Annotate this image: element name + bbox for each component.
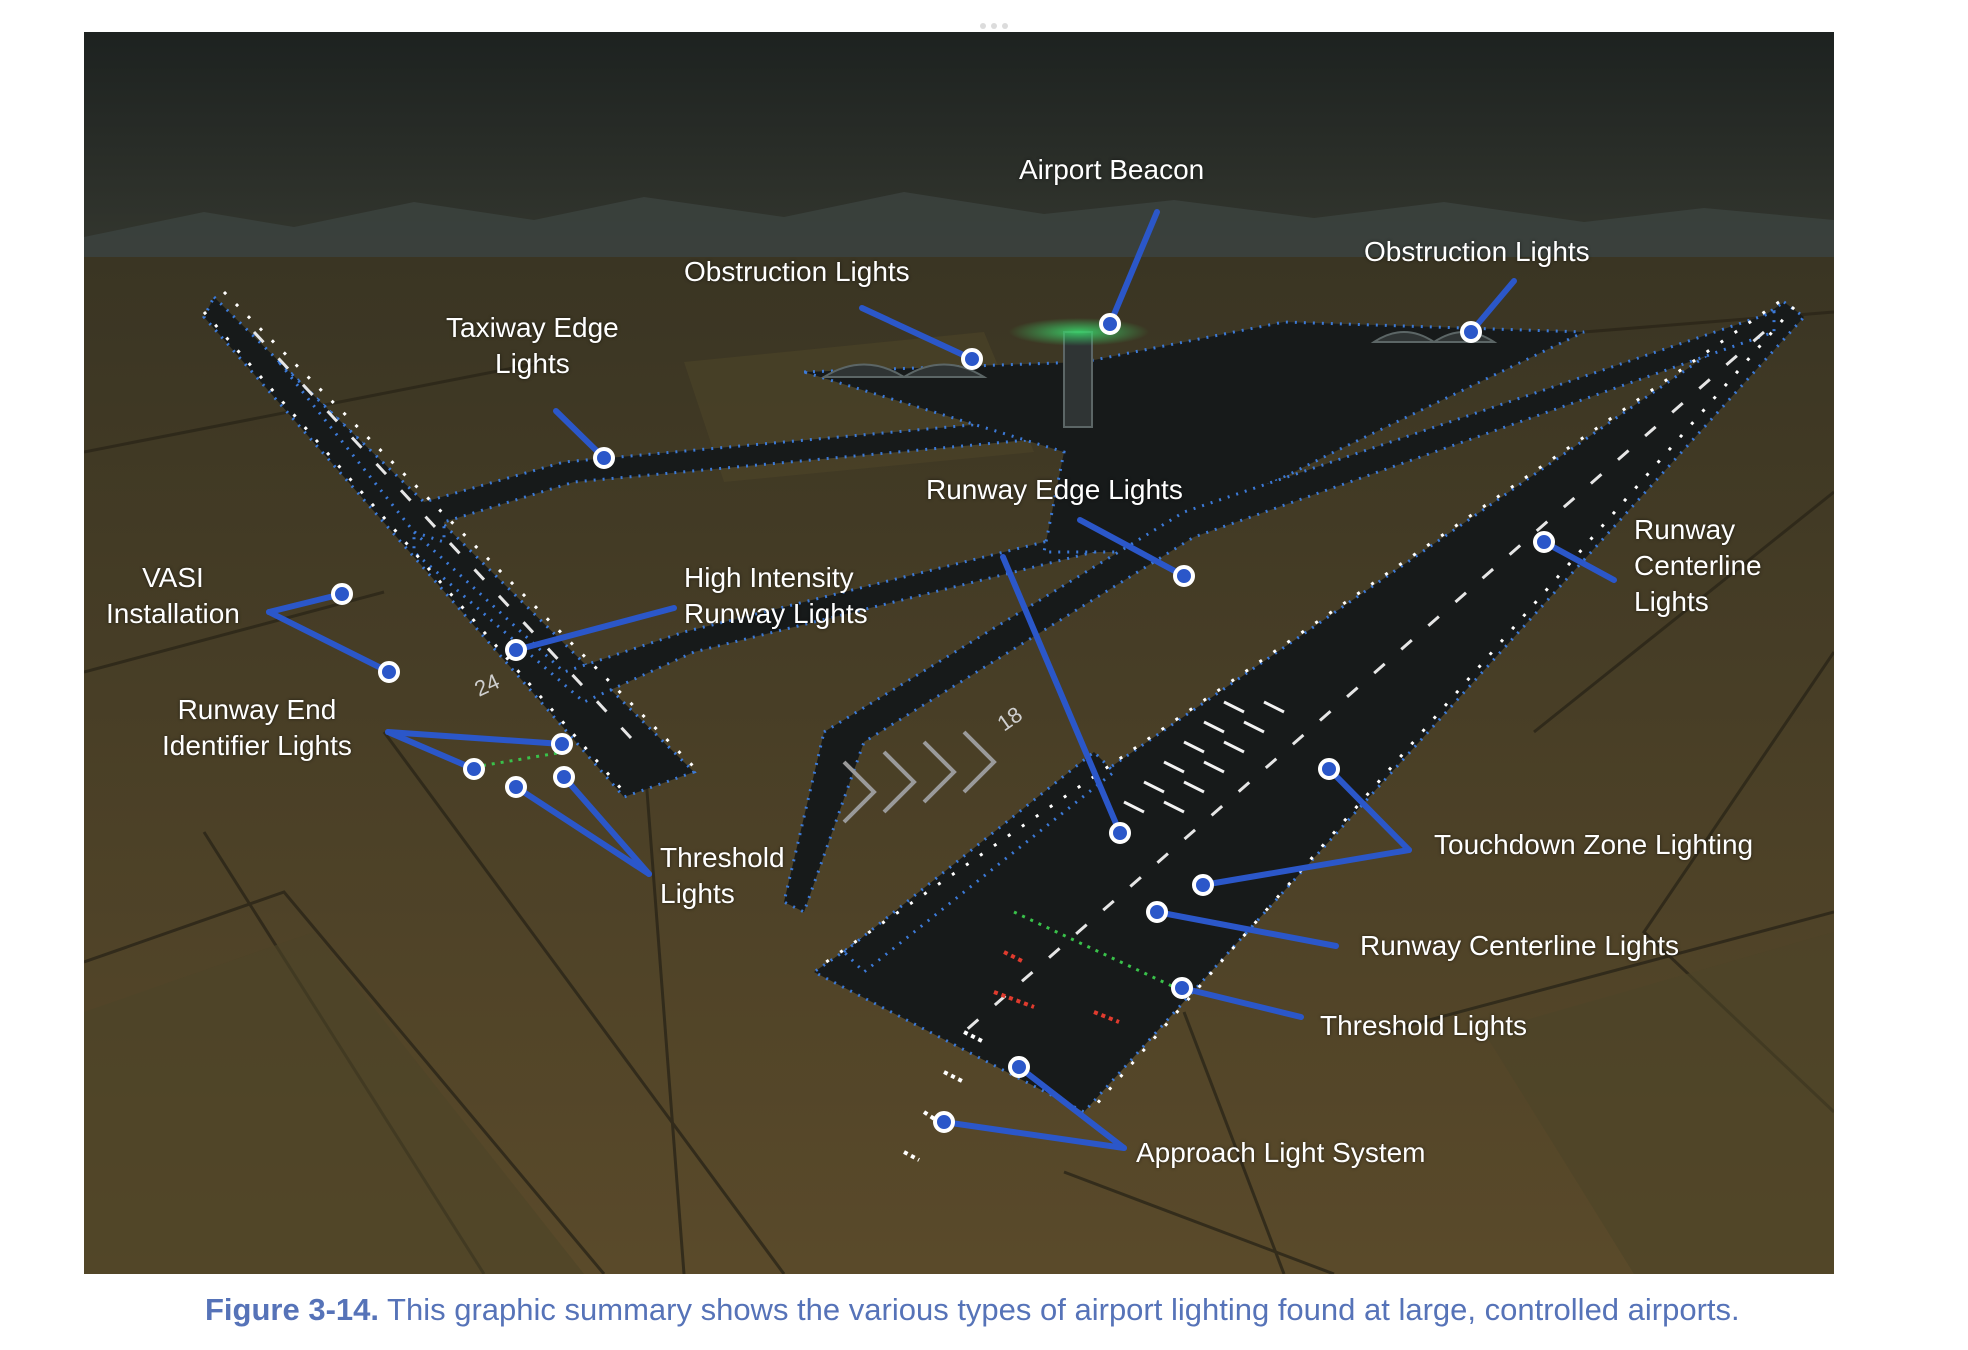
label-obstruction-lights-left: Obstruction Lights: [684, 256, 910, 287]
mountains: [84, 192, 1834, 272]
caption-text: This graphic summary shows the various t…: [379, 1292, 1740, 1327]
label-runway-edge-lights: Runway Edge Lights: [926, 474, 1183, 505]
label-approach-light-system: Approach Light System: [1136, 1137, 1426, 1168]
airport-scene: 24 18: [84, 32, 1834, 1274]
label-runway-centerline-lights: Runway Centerline Lights: [1360, 930, 1680, 961]
pavement: [202, 294, 1807, 1114]
callout-lines: [266, 209, 1617, 1151]
label-threshold-lights-right: Threshold Lights: [1320, 1010, 1528, 1041]
label-obstruction-lights-right: Obstruction Lights: [1364, 236, 1590, 267]
drag-handle[interactable]: [980, 16, 1016, 29]
airport-lighting-illustration: 24 18: [84, 32, 1834, 1274]
figure-caption: Figure 3-14. This graphic summary shows …: [205, 1290, 1905, 1330]
runway-centerline-marks: [252, 330, 1765, 1034]
callout-dots: [331, 313, 1555, 1133]
touchdown-zone-bars: [1123, 700, 1285, 814]
chevrons: [842, 730, 997, 824]
label-touchdown-zone-lighting: Touchdown Zone Lighting: [1434, 829, 1754, 860]
approach-lights: [903, 950, 1120, 1162]
label-airport-beacon: Airport Beacon: [1019, 154, 1205, 185]
runway-edge-light-dots: [202, 290, 1796, 1108]
figure-number: Figure 3-14.: [205, 1292, 379, 1327]
threshold-green-lights: [473, 750, 1175, 989]
beacon-glow: [1009, 318, 1149, 346]
